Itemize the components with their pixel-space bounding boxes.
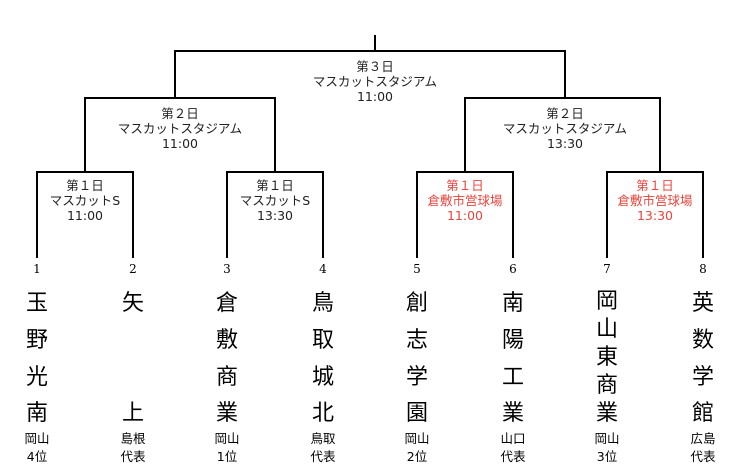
team-prefecture: 岡山 [594,431,620,446]
team-seed-1: 1 [33,262,41,276]
team-name-char: 南 [501,291,524,316]
q1-time: 11:00 [66,208,104,223]
q3-time: 11:00 [446,208,484,223]
semi-left-bracket [84,97,276,172]
q4-venue: 倉敷市営球場 [617,193,693,208]
team-prefecture: 山口 [500,431,526,446]
team-name-char: 商 [215,365,238,390]
team-prefecture: 岡山 [404,431,430,446]
team-name-char: 志 [405,328,428,353]
team-rank: 代表 [690,449,716,464]
semi-right-day: 第２日 [546,106,584,121]
team-seed-8: 8 [699,262,707,276]
team-name-char: 学 [691,365,714,390]
team-name-char: 野 [25,328,48,353]
team-name-char: 矢 [121,291,144,316]
q3-venue: 倉敷市営球場 [427,193,503,208]
team-name-char: 上 [121,401,144,426]
semi-right-time: 13:30 [546,136,584,151]
team-name-char: 園 [405,401,428,426]
q3-match-info: 第１日 倉敷市営球場 11:00 [427,178,502,223]
team-rank: 1位 [216,449,238,464]
team-region-4: 鳥取代表 [310,430,335,466]
q2-match-info: 第１日 マスカットS 13:30 [240,178,310,223]
team-name-char: 岡 [595,289,618,314]
q2-bracket [226,171,324,258]
semi-right-venue: マスカットスタジアム [502,121,628,136]
team-rank: 3位 [596,449,618,464]
team-name-char: 陽 [501,328,524,353]
team-name-char: 玉 [25,291,48,316]
team-name-char: 南 [25,401,48,426]
team-seed-7: 7 [603,262,611,276]
team-name-char: 鳥 [311,291,334,316]
team-name-char: 敷 [215,328,238,353]
q4-day: 第１日 [636,178,674,193]
q2-venue: マスカットS [239,193,311,208]
team-region-5: 岡山 2位 [404,430,429,466]
final-venue: マスカットスタジアム [312,74,438,89]
team-prefecture: 島根 [120,431,146,446]
team-name-char: 英 [691,291,714,316]
team-name-char: 取 [311,328,334,353]
team-name-char: 工 [501,365,524,390]
semi-right-bracket [464,97,661,172]
team-name-char: 学 [405,365,428,390]
q1-bracket [36,171,134,258]
q1-venue: マスカットS [49,193,121,208]
team-rank: 代表 [310,449,336,464]
team-region-8: 広島代表 [690,430,715,466]
q4-bracket [606,171,704,258]
team-name-char: 倉 [215,291,238,316]
team-region-3: 岡山 1位 [214,430,239,466]
team-seed-2: 2 [129,262,137,276]
team-seed-4: 4 [319,262,327,276]
semi-left-day: 第２日 [161,106,199,121]
team-seed-3: 3 [223,262,231,276]
team-seed-5: 5 [413,262,421,276]
team-name-char: 北 [311,401,334,426]
final-match-info: 第３日 マスカットスタジアム 11:00 [313,59,437,104]
q2-day: 第１日 [256,178,294,193]
team-region-6: 山口代表 [500,430,525,466]
team-name-char: 城 [311,365,334,390]
team-name-char: 商 [595,373,618,398]
team-name-char: 館 [691,401,714,426]
q3-day: 第１日 [446,178,484,193]
q3-bracket [416,171,514,258]
final-day: 第３日 [356,59,394,74]
team-prefecture: 岡山 [214,431,240,446]
q4-match-info: 第１日 倉敷市営球場 13:30 [617,178,692,223]
q4-time: 13:30 [636,208,674,223]
team-prefecture: 岡山 [24,431,50,446]
final-bracket [174,50,566,98]
team-region-7: 岡山 3位 [594,430,619,466]
team-name-char: 光 [25,365,48,390]
team-name-char: 業 [215,401,238,426]
team-prefecture: 鳥取 [310,431,336,446]
team-name-char: 山 [595,317,618,342]
team-region-1: 岡山 4位 [24,430,49,466]
team-rank: 2位 [406,449,428,464]
q1-match-info: 第１日 マスカットS 11:00 [50,178,120,223]
team-prefecture: 広島 [690,431,716,446]
team-name-char: 数 [691,328,714,353]
semi-right-match-info: 第２日 マスカットスタジアム 13:30 [503,106,627,151]
q1-day: 第１日 [66,178,104,193]
q2-time: 13:30 [256,208,294,223]
semi-left-venue: マスカットスタジアム [117,121,243,136]
team-region-2: 島根代表 [120,430,145,466]
semi-left-time: 11:00 [161,136,199,151]
semi-left-match-info: 第２日 マスカットスタジアム 11:00 [118,106,242,151]
team-name-char: 業 [595,401,618,426]
final-time: 11:00 [356,89,394,104]
team-rank: 4位 [26,449,48,464]
team-rank: 代表 [120,449,146,464]
team-seed-6: 6 [509,262,517,276]
team-name-char: 創 [405,291,428,316]
team-name-char: 東 [595,345,618,370]
team-name-char: 業 [501,401,524,426]
team-rank: 代表 [500,449,526,464]
